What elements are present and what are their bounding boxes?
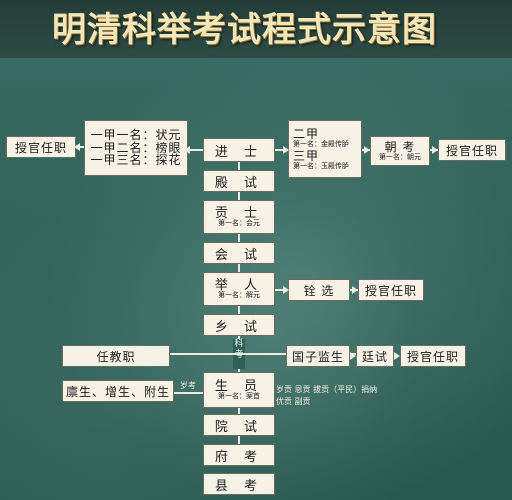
node-xiangshi: 乡 试 — [203, 314, 275, 336]
erjia-label: 二甲 — [293, 127, 320, 142]
renjiao-box: 任教职 — [62, 345, 170, 367]
lin-zeng-fu-box: 廪生、增生、附生 — [62, 380, 174, 402]
arrow-to-tingshi — [350, 352, 356, 360]
shengyuan-first: 第一名：案首 — [218, 392, 260, 401]
connector-lin-shengyuan — [174, 392, 203, 394]
yijia-line-3: 一甲三名：探花 — [90, 153, 182, 168]
node-shengyuan: 生 员 第一名：案首 — [203, 372, 275, 408]
yijia-box: 一甲一名：状元 一甲二名：榜眼 一甲三名：探花 — [84, 120, 188, 176]
erjia-sanjia-box: 二甲 第一名：金殿传胪 三甲 第一名：玉殿传胪 — [288, 120, 362, 178]
node-jinshi: 进 士 — [203, 138, 275, 162]
chaokao-label: 朝 考 — [384, 140, 416, 155]
spine-line — [238, 162, 240, 462]
arrow-to-erjia — [283, 146, 289, 154]
sanjia-label: 三甲 — [293, 149, 320, 163]
suikao-note: 岁考 — [180, 381, 196, 390]
guozijian-box: 国子监生 — [286, 345, 350, 367]
node-gongshi: 贡 士 第一名：会元 — [203, 200, 275, 234]
node-xiankao: 县 考 — [203, 473, 275, 495]
juren-label: 举 人 — [214, 277, 264, 293]
tingshi-box: 廷试 — [356, 345, 394, 367]
gongshi-first: 第一名：会元 — [218, 219, 260, 228]
gong-note-2: 优贡 副贡 — [276, 397, 311, 406]
quanxuan-box: 铨 选 — [288, 279, 350, 301]
chaokao-box: 朝 考 第一名：朝元 — [370, 136, 430, 166]
shouguan-bottom: 授官任职 — [400, 345, 466, 367]
shengyuan-label: 生 员 — [214, 378, 264, 394]
yijia-line-2: 一甲二名：榜眼 — [90, 140, 182, 155]
gong-note-1: 岁贡 恩贡 拔贡（平民）捐纳 — [276, 385, 378, 394]
node-fukao: 府 考 — [203, 444, 275, 466]
juren-first: 第一名：解元 — [218, 291, 260, 300]
connector-jinshi-yijia — [188, 149, 203, 151]
connector-jinshi-erjia — [275, 149, 288, 151]
title-banner — [0, 0, 512, 58]
node-yuanshi: 院 试 — [203, 414, 275, 436]
node-juren: 举 人 第一名：解元 — [203, 272, 275, 306]
arrow-to-shouguan-bottom — [394, 352, 400, 360]
shouguan-right-top: 授官任职 — [438, 139, 506, 161]
node-dianshi: 殿 试 — [203, 170, 275, 192]
sanjia-first: 第一名：玉殿传胪 — [293, 161, 349, 170]
page-title: 明清科举考试程式示意图 — [52, 10, 437, 50]
node-huishi: 会 试 — [203, 242, 275, 264]
erjia-first: 第一名：金殿传胪 — [293, 139, 349, 148]
connector-yijia-shouguan — [76, 146, 84, 148]
arrow-to-shouguan-left — [74, 143, 80, 151]
yijia-line-1: 一甲一名：状元 — [90, 128, 182, 143]
chaokao-first: 第一名：朝元 — [379, 152, 421, 161]
connector-juren-quanxuan — [275, 289, 288, 291]
arrow-to-shouguan-right — [432, 146, 438, 154]
arrow-to-chaokao — [364, 146, 370, 154]
arrow-to-shouguan-mid — [352, 286, 358, 294]
shouguan-mid: 授官任职 — [358, 279, 424, 301]
branch-line-upper — [120, 353, 356, 355]
shouguan-left: 授官任职 — [6, 136, 76, 158]
gongshi-label: 贡 士 — [214, 205, 264, 221]
arrow-to-quanxuan — [283, 286, 289, 294]
arrow-to-yijia — [184, 146, 190, 154]
